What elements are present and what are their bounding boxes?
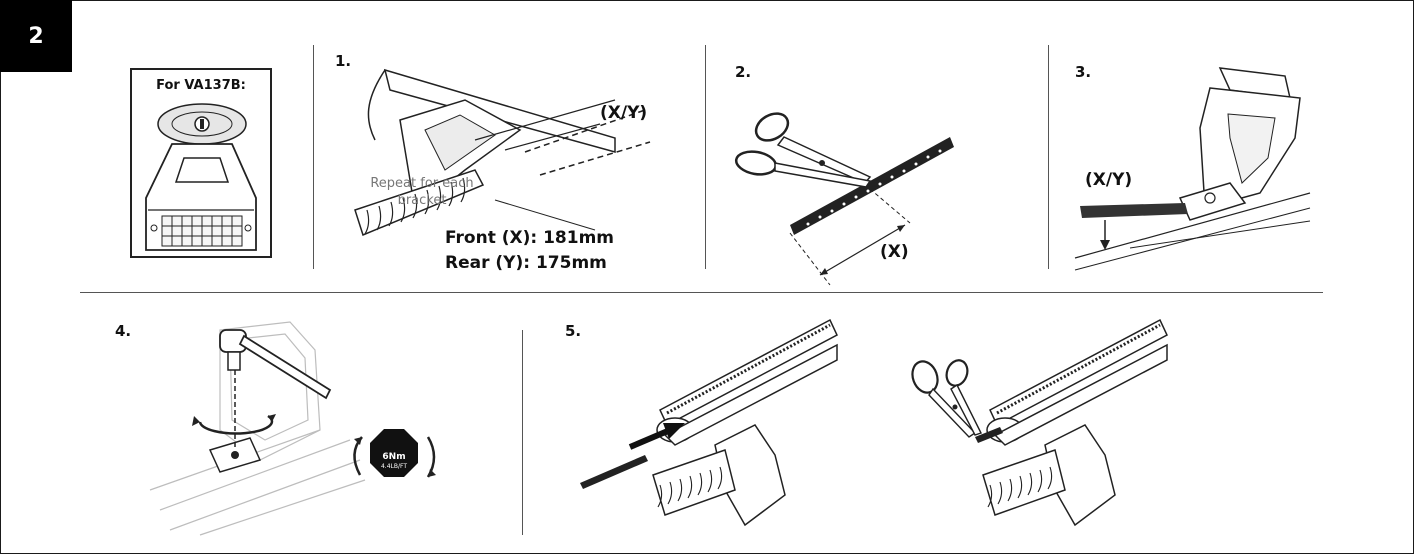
bracket-strip-insert-illustration [1074,67,1311,271]
separator-4 [522,330,523,535]
step-2-number: 2. [735,63,752,81]
strip-insert-bar-illustration [580,318,838,527]
torque-value: 6Nm [382,452,406,462]
section-number-badge: 2 [0,0,72,72]
torque-imperial: 4.4LB/FT [380,463,408,470]
separator-2 [705,45,706,269]
step-2-dimension-label: (X) [880,242,909,262]
step-1-front-measure: Front (X): 181mm [445,228,615,248]
lock-bracket-illustration [145,103,257,251]
torque-text-block: 6Nm 4.4LB/FT [369,453,419,471]
step-3-dimension-label: (X/Y) [1085,170,1133,190]
separator-1 [313,45,314,269]
separator-3 [1048,45,1049,269]
variant-box: For VA137B: [130,68,272,258]
bar-cross-section-illustration [354,68,651,237]
step-4-number: 4. [115,322,132,340]
variant-label: For VA137B: [156,78,246,93]
row-divider [80,292,1323,293]
torque-wrench-illustration [149,321,366,536]
step-1-number: 1. [335,52,352,70]
step-1-rear-measure: Rear (Y): 175mm [445,253,607,273]
step-4-repeat-note: Repeat for each bracket [370,176,474,208]
torque-octagon-icon [353,429,436,478]
scissors-cutting-strip-illustration [734,112,954,286]
step-3-number: 3. [1075,63,1092,81]
step-1-dimension-label: (X/Y) [600,103,648,123]
strip-trim-bar-illustration [911,318,1168,527]
step-5-number: 5. [565,322,582,340]
